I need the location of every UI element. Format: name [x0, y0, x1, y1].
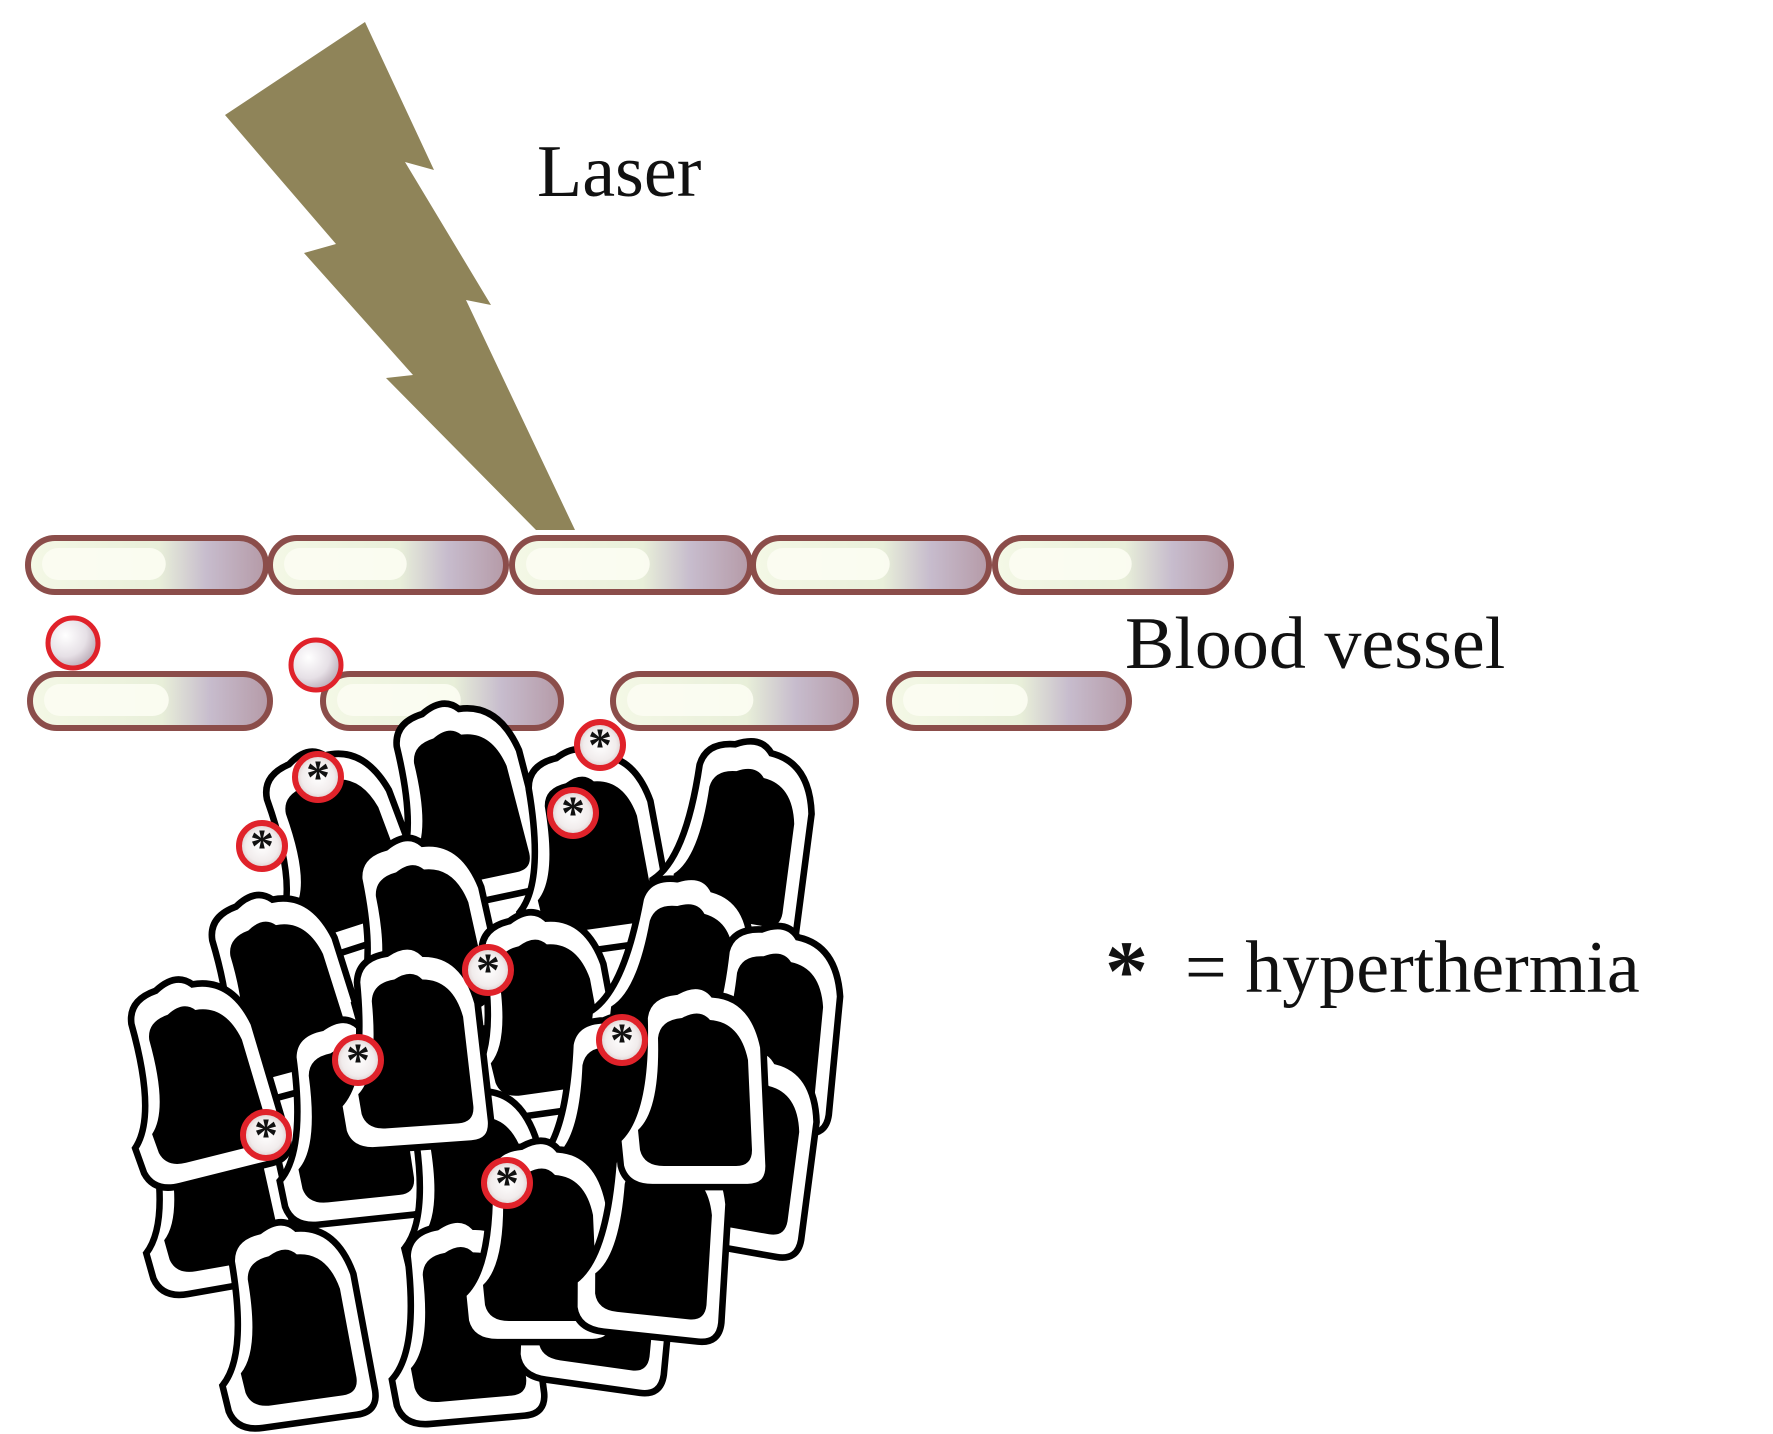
vessel-segment-bottom	[27, 671, 273, 731]
vessel-segment-top	[750, 535, 992, 595]
free-particle-icon	[45, 615, 101, 671]
hyperthermia-particle-icon: *	[596, 1014, 648, 1067]
legend: * = hyperthermia	[1105, 923, 1640, 1019]
tumor-cells	[127, 700, 844, 1432]
legend-text: = hyperthermia	[1185, 927, 1640, 1009]
legend-asterisk-icon: *	[1105, 923, 1148, 1019]
svg-text:*: *	[610, 1014, 634, 1067]
blood-vessel-top-wall	[25, 535, 1234, 595]
hyperthermia-particle-icon: *	[292, 751, 344, 804]
hyperthermia-particle-icon: *	[332, 1034, 384, 1087]
svg-text:*: *	[346, 1034, 370, 1087]
svg-text:*: *	[476, 944, 500, 997]
vessel-segment-top	[267, 535, 509, 595]
free-particle-icon	[288, 637, 344, 693]
hyperthermia-particle-icon: *	[236, 820, 288, 873]
hyperthermia-particles: *********	[236, 719, 648, 1210]
vessel-segment-bottom	[886, 671, 1132, 731]
vessel-segment-top	[25, 535, 269, 595]
blood-vessel-label: Blood vessel	[1125, 603, 1505, 685]
hyperthermia-particle-icon: *	[574, 719, 626, 772]
svg-text:*: *	[495, 1157, 519, 1210]
svg-text:*: *	[254, 1109, 278, 1162]
hyperthermia-particle-icon: *	[547, 787, 599, 840]
svg-text:*: *	[306, 751, 330, 804]
tumor-cell-icon	[614, 982, 772, 1191]
svg-text:*: *	[250, 820, 274, 873]
svg-text:*: *	[561, 787, 585, 840]
blood-vessel-bottom-wall	[27, 671, 1132, 731]
laser-label: Laser	[537, 131, 701, 213]
hyperthermia-particle-icon: *	[240, 1109, 292, 1162]
hyperthermia-particle-icon: *	[481, 1157, 533, 1210]
vessel-segment-top	[509, 535, 753, 595]
tumor-cell-icon	[218, 1219, 379, 1432]
vessel-segment-top	[992, 535, 1234, 595]
laser-bolt-icon	[225, 22, 575, 530]
free-particles	[45, 615, 344, 693]
vessel-segment-bottom	[610, 671, 859, 731]
tumor-cell-icon	[335, 942, 495, 1154]
svg-text:*: *	[588, 719, 612, 772]
hyperthermia-particle-icon: *	[462, 944, 514, 997]
